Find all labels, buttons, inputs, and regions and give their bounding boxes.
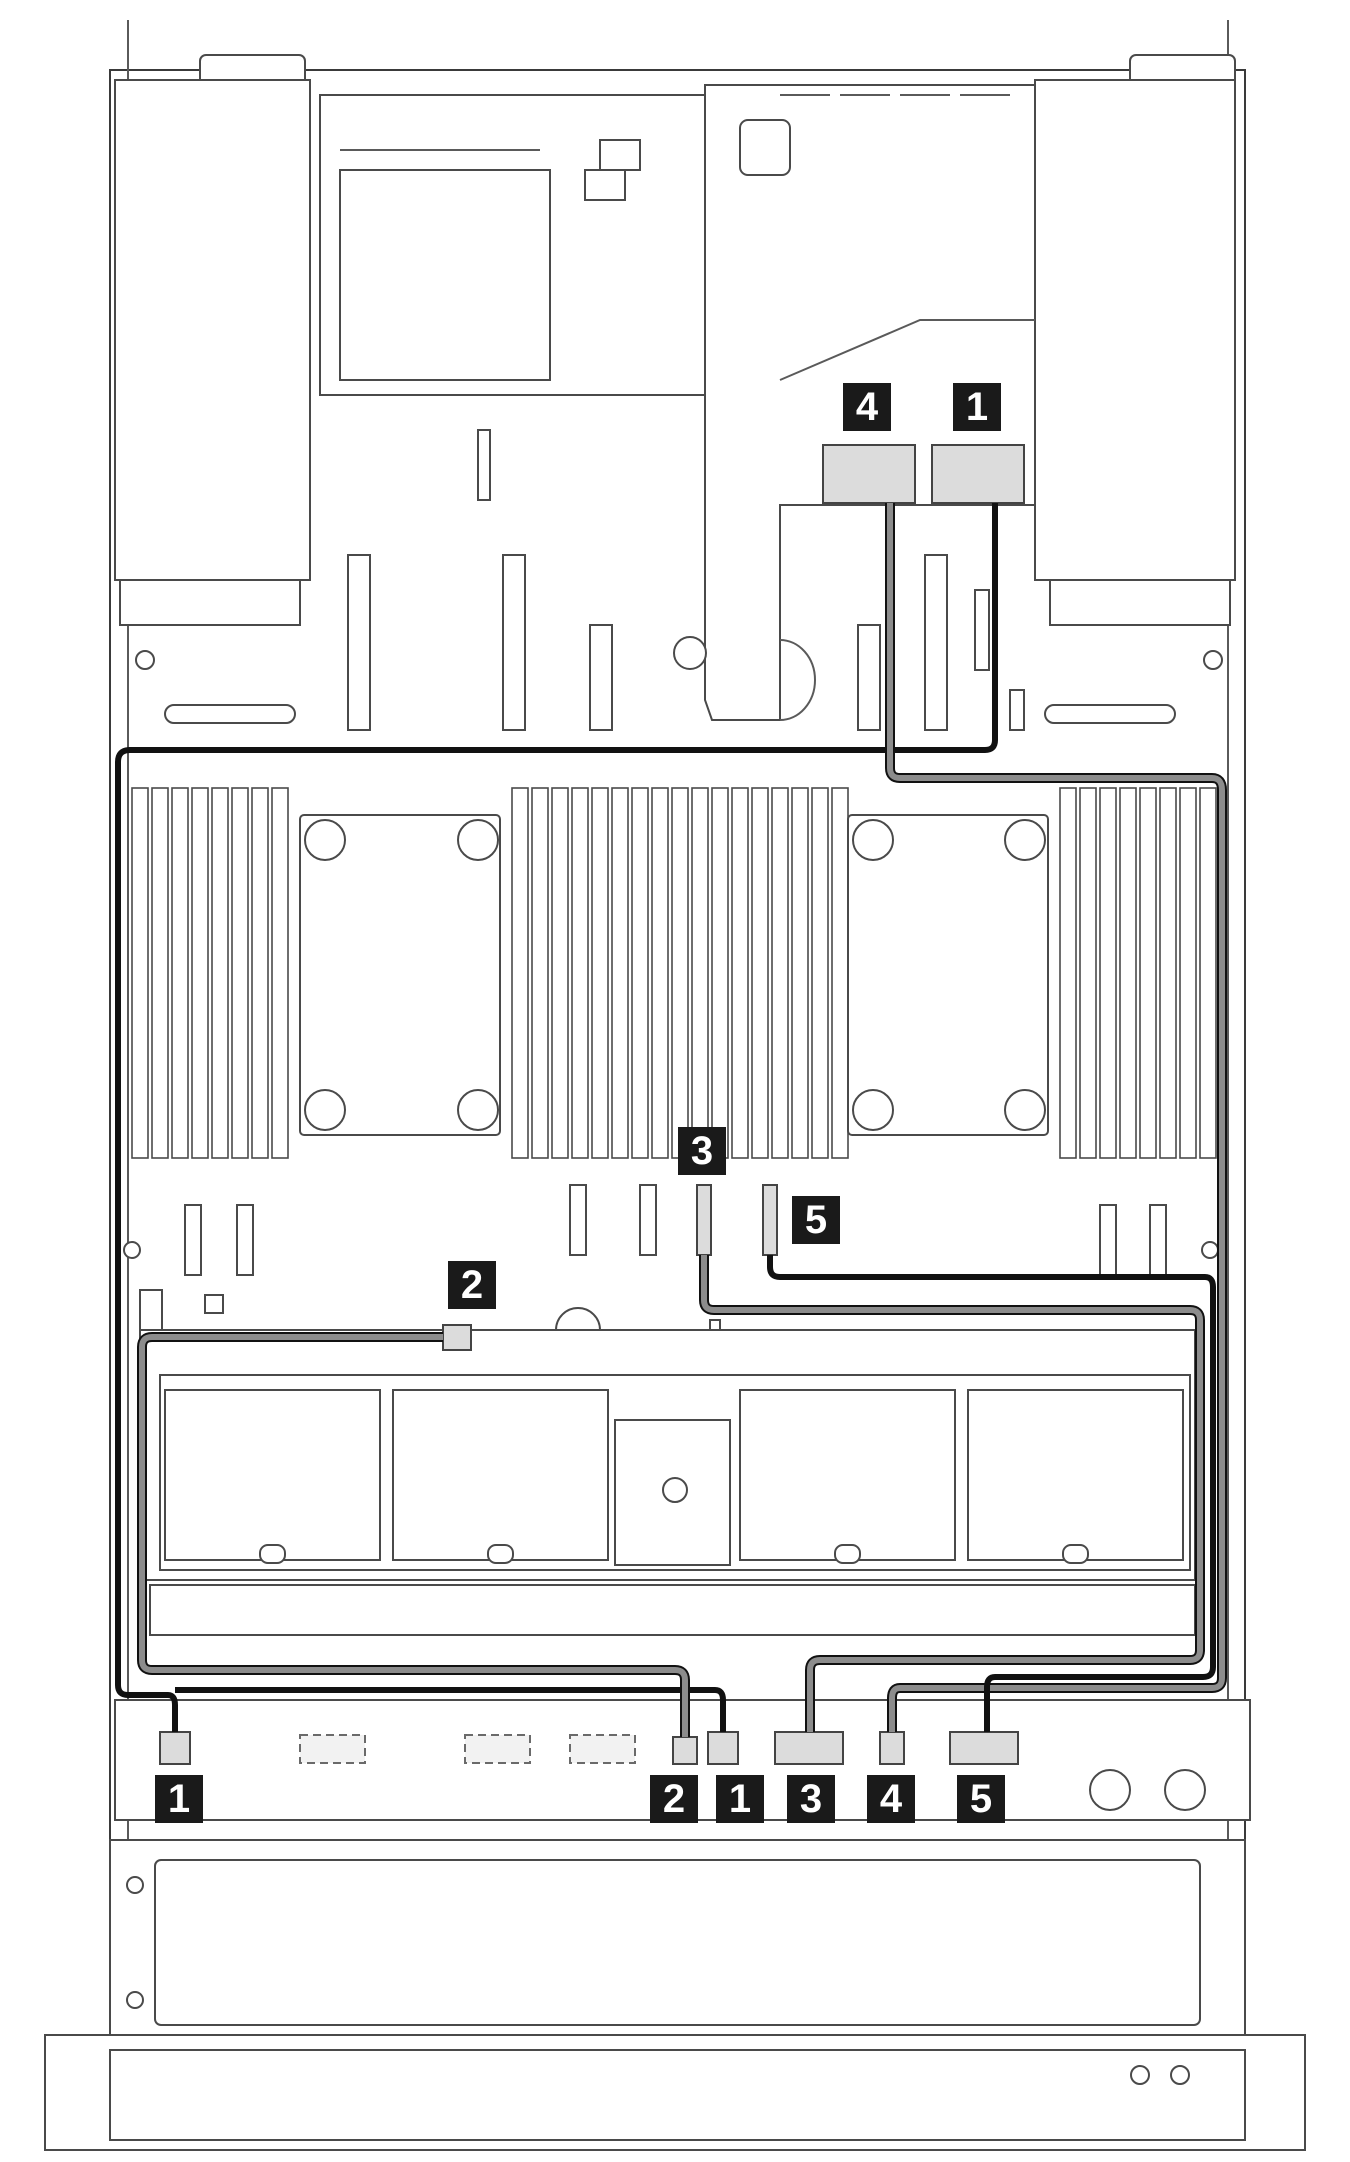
backplane-connector-1 (707, 1731, 739, 1765)
dimm-bank-right (1059, 787, 1217, 1159)
svg-text:2: 2 (663, 1777, 685, 1821)
dimm-slot (631, 787, 649, 1159)
dimm-slot (651, 787, 669, 1159)
svg-text:5: 5 (970, 1777, 992, 1821)
dimm-slot (591, 787, 609, 1159)
dimm-slot (531, 787, 549, 1159)
dimm-slot (551, 787, 569, 1159)
cable-5 (767, 1255, 1216, 1732)
backplane-connector-4 (879, 1731, 905, 1765)
dimm-slot (1079, 787, 1097, 1159)
dimm-slot (511, 787, 529, 1159)
dimm-slot (171, 787, 189, 1159)
dimm-slot (131, 787, 149, 1159)
dimm-slot (1179, 787, 1197, 1159)
psu-bay-left (114, 79, 311, 581)
cable-1 (115, 503, 998, 1732)
callout-board-5: 5 (792, 1196, 840, 1244)
fan-module (164, 1389, 381, 1561)
fan-module (967, 1389, 1184, 1561)
dimm-bank-left (131, 787, 289, 1159)
svg-text:2: 2 (461, 1263, 483, 1307)
callout-backplane-2: 2 (650, 1775, 698, 1823)
dimm-slot (771, 787, 789, 1159)
svg-text:1: 1 (168, 1777, 190, 1821)
front-drive-area (44, 1839, 1306, 2151)
svg-text:3: 3 (691, 1129, 713, 1173)
dimm-slot (731, 787, 749, 1159)
fan-latch (834, 1544, 861, 1564)
fan-latch (487, 1544, 514, 1564)
cable-1-branch (175, 1687, 726, 1732)
svg-text:3: 3 (800, 1777, 822, 1821)
dimm-slot (1159, 787, 1177, 1159)
dimm-slot (691, 787, 709, 1159)
dimm-slot (791, 787, 809, 1159)
callout-backplane-1: 1 (716, 1775, 764, 1823)
dimm-slot (1119, 787, 1137, 1159)
pcie-slots-upper (347, 429, 1025, 731)
callout-backplane-3: 3 (787, 1775, 835, 1823)
dimm-slot (831, 787, 849, 1159)
backplane-connector-3 (774, 1731, 844, 1765)
svg-text:1: 1 (729, 1777, 751, 1821)
svg-text:1: 1 (966, 385, 988, 429)
dimm-slot (1059, 787, 1077, 1159)
fan-latch (259, 1544, 286, 1564)
dimm-slot (1199, 787, 1217, 1159)
callout-board-3: 3 (678, 1127, 726, 1175)
callout-backplane-5: 5 (957, 1775, 1005, 1823)
cpu-socket-2 (847, 814, 1049, 1136)
backplane-connector-1-left (159, 1731, 191, 1765)
dimm-slot (211, 787, 229, 1159)
dimm-slot (251, 787, 269, 1159)
dimm-slot (671, 787, 689, 1159)
psu-bay-right (1034, 79, 1236, 581)
dimm-slot (191, 787, 209, 1159)
dimm-slot (151, 787, 169, 1159)
dimm-slot (1139, 787, 1157, 1159)
dimm-slot (611, 787, 629, 1159)
fan-module (392, 1389, 609, 1561)
dimm-slot (571, 787, 589, 1159)
dimm-slot (1099, 787, 1117, 1159)
dimm-slot (811, 787, 829, 1159)
fan-cage (139, 1329, 1196, 1636)
fan-module (739, 1389, 956, 1561)
board-rear-rail (119, 579, 1231, 724)
svg-text:5: 5 (805, 1198, 827, 1242)
dimm-slot (711, 787, 729, 1159)
dimm-bank-center (511, 787, 849, 1159)
callout-riser-4: 4 (843, 383, 891, 431)
rear-module-area (319, 94, 711, 396)
riser-connector-1 (931, 444, 1025, 504)
dimm-slot (751, 787, 769, 1159)
callout-riser-1: 1 (953, 383, 1001, 431)
callout-backplane-1-left: 1 (155, 1775, 203, 1823)
board-connector-2 (442, 1324, 472, 1351)
backplane-connector-5 (949, 1731, 1019, 1765)
callout-board-2: 2 (448, 1261, 496, 1309)
cpu-socket-1 (299, 814, 501, 1136)
riser-connector-4 (822, 444, 916, 504)
svg-text:4: 4 (880, 1777, 903, 1821)
dimm-slot (271, 787, 289, 1159)
cable-3 (701, 1255, 1203, 1732)
svg-text:4: 4 (856, 385, 879, 429)
cable-4 (887, 503, 1225, 1732)
fan-latch (1062, 1544, 1089, 1564)
cable-2 (139, 1334, 688, 1737)
callout-backplane-4: 4 (867, 1775, 915, 1823)
dimm-slot (231, 787, 249, 1159)
backplane-connector-2 (672, 1736, 698, 1765)
